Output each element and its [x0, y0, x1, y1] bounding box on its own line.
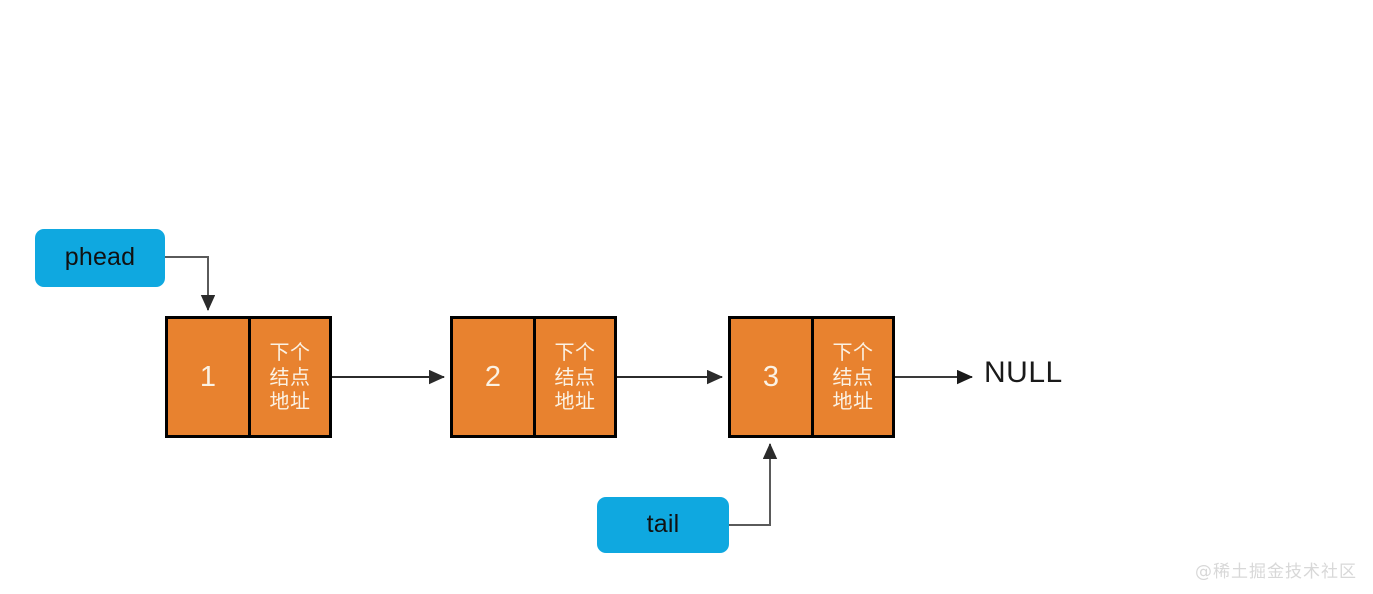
node-1-next-cell: 下个 结点 地址: [247, 319, 329, 435]
node-1-next-line-2: 结点: [269, 364, 311, 389]
node-3-value: 3: [762, 360, 780, 393]
node-1-next-line-3: 地址: [269, 389, 311, 414]
pointer-box-phead[interactable]: phead: [35, 229, 165, 287]
node-2-value: 2: [484, 360, 502, 393]
node-2-next-line-2: 结点: [554, 364, 596, 389]
node-1-next-line-1: 下个: [269, 340, 311, 365]
node-1-value: 1: [199, 360, 217, 393]
null-terminator-label: NULL: [984, 356, 1063, 389]
list-node-3[interactable]: 3 下个 结点 地址: [728, 316, 895, 438]
node-2-next-cell: 下个 结点 地址: [532, 319, 614, 435]
node-3-next-line-1: 下个: [832, 340, 874, 365]
node-3-data-cell: 3: [731, 319, 811, 435]
pointer-label-tail: tail: [646, 509, 680, 538]
watermark-text: @稀土掘金技术社区: [1195, 562, 1357, 582]
node-3-next-label: 下个 结点 地址: [832, 340, 873, 413]
node-1-next-label: 下个 结点 地址: [269, 340, 310, 413]
node-3-next-cell: 下个 结点 地址: [810, 319, 892, 435]
node-3-next-line-2: 结点: [832, 364, 874, 389]
node-1-data-cell: 1: [168, 319, 248, 435]
pointer-label-phead: phead: [64, 242, 136, 271]
node-2-next-line-3: 地址: [554, 389, 596, 414]
pointer-box-tail[interactable]: tail: [597, 497, 729, 553]
node-2-data-cell: 2: [453, 319, 533, 435]
list-node-1[interactable]: 1 下个 结点 地址: [165, 316, 332, 438]
connector-tail-to-node-3: [729, 443, 778, 526]
list-node-2[interactable]: 2 下个 结点 地址: [450, 316, 617, 438]
node-2-next-line-1: 下个: [554, 340, 596, 365]
node-3-next-line-3: 地址: [832, 389, 874, 414]
node-2-next-label: 下个 结点 地址: [554, 340, 595, 413]
connector-phead-to-node-1: [165, 256, 216, 311]
